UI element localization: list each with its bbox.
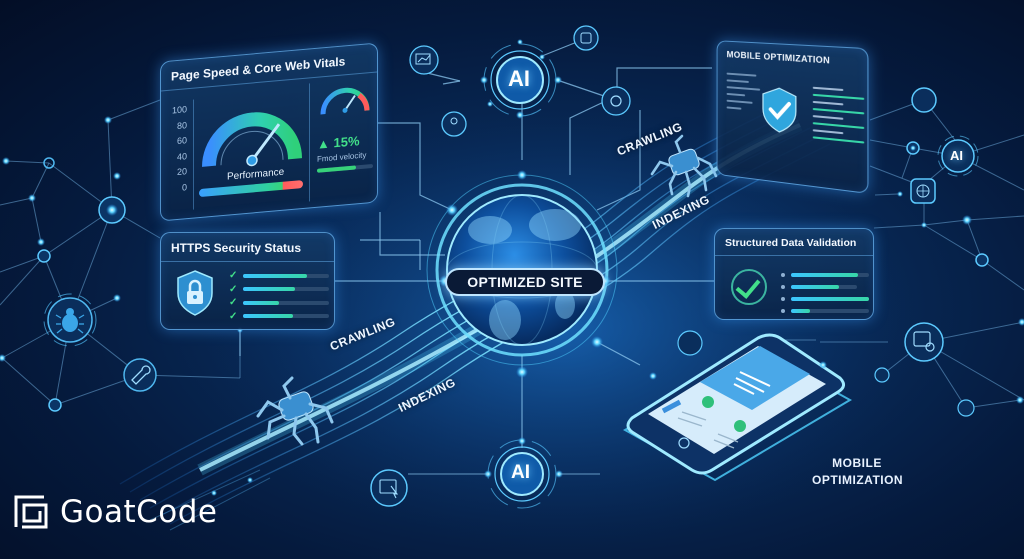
- axis-tick: 60: [176, 135, 187, 147]
- validation-check-icon: [731, 269, 767, 305]
- mini-gauge-icon: [320, 87, 370, 115]
- axis-tick: 20: [176, 166, 187, 178]
- check-icon: ✓: [229, 310, 238, 322]
- mobile-optimization-caption: MOBILE OPTIMIZATION: [812, 455, 904, 489]
- https-title: HTTPS Security Status: [161, 233, 334, 262]
- speed-axis: 100 80 60 40 20 0: [169, 102, 187, 197]
- https-security-panel: HTTPS Security Status ✓ ✓ ✓ ✓: [160, 232, 335, 330]
- shield-check-icon: [760, 85, 799, 136]
- check-row: ✓: [229, 283, 329, 297]
- globe: [426, 170, 618, 378]
- structured-data-panel: Structured Data Validation: [714, 228, 874, 320]
- ai-label-right: AI: [950, 148, 963, 163]
- page-speed-panel: Page Speed & Core Web Vitals 100 80 60 4…: [160, 42, 378, 222]
- check-icon: ✓: [229, 297, 238, 309]
- velocity-bar: [317, 163, 373, 173]
- performance-bar: [199, 180, 303, 198]
- ai-node-top: [480, 39, 562, 119]
- mobile-panel-title: MOBILE OPTIMIZATION: [726, 49, 830, 66]
- performance-gauge-icon: [202, 112, 302, 167]
- axis-tick: 100: [171, 104, 187, 116]
- validation-row: [781, 281, 869, 293]
- optimized-site-label: OPTIMIZED SITE: [445, 268, 605, 296]
- check-row: ✓: [229, 296, 329, 310]
- mobile-panel-lines: [726, 72, 764, 117]
- crawler-spider-bottom: [256, 376, 334, 446]
- shield-lock-icon: [177, 270, 213, 316]
- mobile-panel-lines-right: [812, 86, 865, 149]
- validation-row: [781, 305, 869, 317]
- ai-label-top: AI: [508, 66, 530, 91]
- validation-row: [781, 293, 869, 305]
- axis-tick: 80: [176, 119, 187, 131]
- structured-data-title: Structured Data Validation: [715, 229, 873, 256]
- caption-line: MOBILE: [832, 456, 882, 470]
- delta-label: Fmod velocity: [317, 150, 367, 164]
- goatcode-logo-icon: [14, 495, 48, 529]
- validation-rows: [781, 269, 869, 317]
- axis-line: [193, 99, 194, 210]
- delta-value: ▲ 15%: [317, 133, 360, 152]
- axis-tick: 40: [176, 150, 187, 162]
- validation-row: [781, 269, 869, 281]
- mobile-optimization-panel: MOBILE OPTIMIZATION: [716, 40, 869, 195]
- ai-node-bottom: [408, 437, 600, 509]
- axis-tick: 0: [181, 182, 187, 193]
- check-row: ✓: [229, 310, 329, 324]
- check-icon: ✓: [229, 283, 238, 295]
- ai-label-bottom: AI: [511, 462, 530, 483]
- divider: [309, 83, 310, 202]
- wrench-node-icon: [123, 358, 157, 392]
- smartphone-illustration: [622, 333, 853, 482]
- check-row: ✓: [229, 269, 329, 283]
- logo-text: GoatCode: [60, 494, 218, 530]
- bug-node-icon: [43, 293, 97, 347]
- https-checklist: ✓ ✓ ✓ ✓: [229, 269, 329, 323]
- goatcode-logo: GoatCode: [12, 490, 218, 534]
- crawler-spider-top: [650, 134, 718, 198]
- check-icon: ✓: [229, 270, 238, 282]
- caption-line: OPTIMIZATION: [812, 473, 904, 487]
